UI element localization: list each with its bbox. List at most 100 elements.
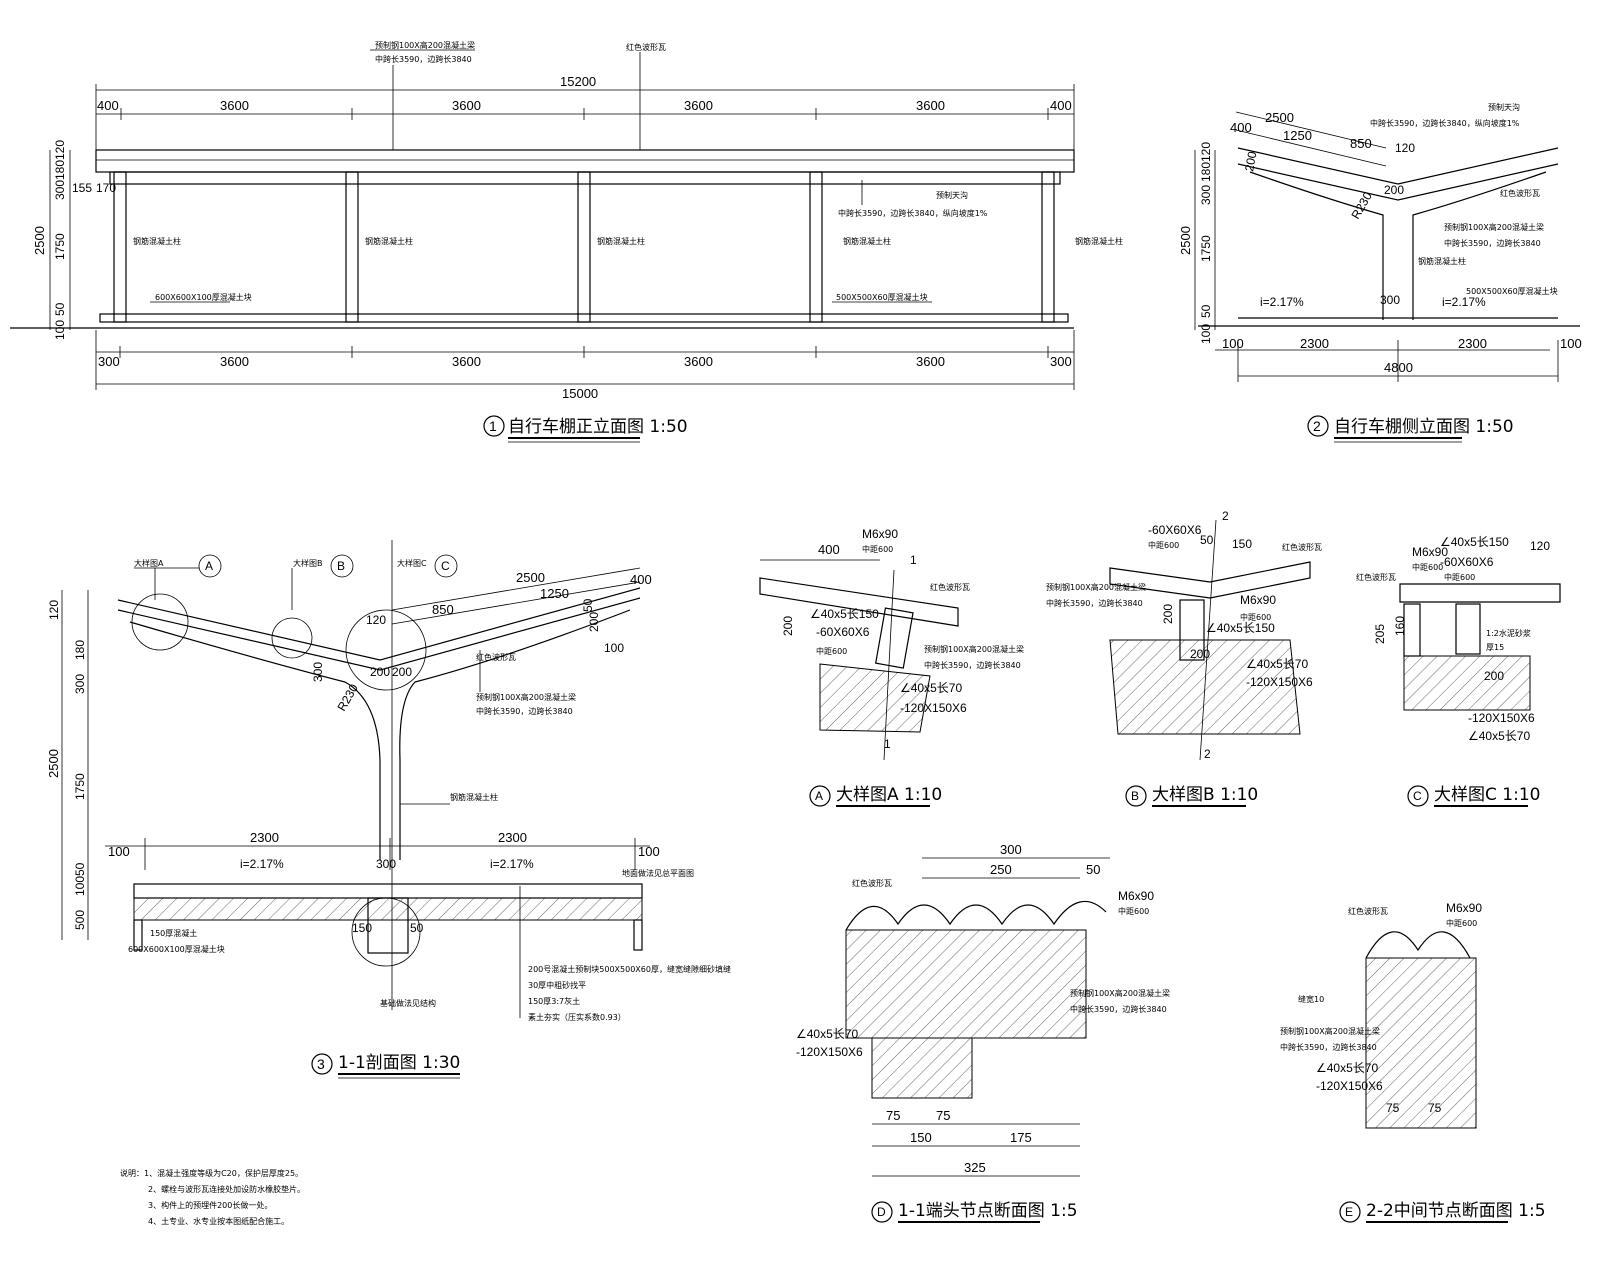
v1-title: 自行车棚正立面图 1:50 [508,417,688,437]
v3-dim-300: 300 [311,662,325,682]
dc-post [1455,603,1481,655]
v1-bottom-dim: 300 [98,354,120,369]
v1-bottom-dim: 300 [1050,354,1072,369]
v1-left-dim: 50 [53,302,67,316]
v2-column-arms [1249,171,1547,320]
v3-left-dim: 500 [73,910,87,930]
de-note: 预制钢100X高200混凝土梁 [1280,1026,1380,1036]
v3-left-dim: 180 [73,640,87,660]
db-note: ∠40x5长150 [1206,621,1275,635]
dc-note: 中距600 [1444,572,1475,582]
v1-left-dim: 170 [96,181,116,195]
dd-top-dim: 50 [1086,862,1100,877]
v3-detail-circle-b [271,617,313,659]
v2-bottom-dim: 100 [1222,336,1244,351]
de-note: 缝宽10 [1298,994,1324,1004]
dd-top-dim: 250 [990,862,1012,877]
detail-c: ∠40x5长150 120 M6x90 中距600 -60X60X6 中距600… [1356,535,1561,807]
dc-note: 1:2水泥砂浆 [1486,628,1531,638]
v1-column-label: 钢筋混凝土柱 [365,236,413,246]
v1-left-dim: 1750 [53,233,67,260]
de-note: 75 [1386,1101,1400,1115]
v1-roof-beam [95,149,1075,173]
v1-left-dim: 300 [53,180,67,200]
v3-roof-top2 [117,597,641,671]
v2-left-dim: 50 [1199,304,1213,318]
v3-concrete-base [133,897,643,921]
v1-top-dim: 3600 [684,98,713,113]
dc-note: 205 [1373,624,1387,644]
v2-top-dim: 850 [1350,136,1372,151]
v2-note-c1: 预制钢100X高200混凝土梁 [1444,222,1544,232]
dd-letter: D [877,1205,886,1219]
v3-base-l: 150 [352,921,372,935]
dd-note: 预制钢100X高200混凝土梁 [1070,988,1170,998]
detail-b: -60X60X6 中距600 50 150 红色波形瓦 预制钢100X高200混… [1046,509,1322,807]
db-note: 红色波形瓦 [1282,542,1322,552]
v1-top-dims: 400 3600 3600 3600 3600 400 [97,98,1072,113]
footnote-line: 说明：1、混凝土强度等级为C20，保护层厚度25。 [120,1168,303,1178]
db-note: -120X150X6 [1246,675,1313,689]
v3-slope-l: i=2.17% [240,857,284,871]
v3-left-dims: 120 300 180 2500 1750 50 100 500 [46,600,87,930]
v3-title-circle [311,1053,333,1075]
da-dim: M6x90 [862,527,898,541]
v2-total-bottom: 4800 [1384,360,1413,375]
da-title: 大样图A 1:10 [836,785,942,805]
v2-bottom-dim: 100 [1560,336,1582,351]
v1-total-bottom: 15000 [562,386,598,401]
v3-bottom-dim: 100 [108,844,130,859]
v3-left-dim: 1750 [73,773,87,800]
detail-d: 300 250 50 红色波形瓦 M6x90 中距600 预制钢100X高200… [796,842,1170,1223]
dc-note: 160 [1393,616,1407,636]
v1-column-label: 钢筋混凝土柱 [133,236,181,246]
db-note: 中距600 [1148,540,1179,550]
v3-concrete: 150厚混凝土 [150,928,197,938]
v2-left-dims: 120 300 180 2500 1750 50 100 [1178,142,1213,344]
v3-top-dim: 400 [630,572,652,587]
v1-left-dim: 120 [53,140,67,160]
v3-top-dim: 2500 [516,570,545,585]
da-note: ∠40x5长70 [900,681,962,695]
v1-column-label: 钢筋混凝土柱 [1075,236,1123,246]
v1-bottom-dim: 3600 [916,354,945,369]
db-note: 200 [1161,604,1175,624]
db-section-2: 2 [1204,747,1211,761]
dc-note: 中距600 [1412,562,1443,572]
v1-top-dim: 400 [1050,98,1072,113]
dd-note: -120X150X6 [796,1045,863,1059]
v3-left-dim: 120 [47,600,61,620]
v3-top-dim: 200 [587,612,601,632]
v2-note-d: 钢筋混凝土柱 [1418,256,1466,266]
footnote-line: 3、构件上的预埋件200长做一处。 [148,1200,272,1210]
dc-note: 红色波形瓦 [1356,572,1396,582]
v2-note-c2: 中跨长3590，边跨长3840 [1444,238,1541,248]
dc-note: -60X60X6 [1440,555,1494,569]
footnote-line: 2、螺栓与波形瓦连接处加设防水橡胶垫片。 [148,1184,305,1194]
da-dim: 400 [818,542,840,557]
db-note: 预制钢100X高200混凝土梁 [1046,582,1146,592]
dd-title: 1-1端头节点断面图 1:5 [898,1201,1078,1221]
de-note: 75 [1428,1101,1442,1115]
v2-bottom-dim: 2300 [1300,336,1329,351]
da-dim: 中距600 [862,544,893,554]
view3-section: 大样图A A 大样图B B 大样图C C 2500 1250 400 850 1… [46,540,731,1079]
db-letter: B [1131,789,1139,803]
dc-note: 120 [1530,539,1550,553]
dc-letter: C [1413,789,1422,803]
v1-total-top: 15200 [560,74,596,89]
v3-top-dim: 50 [581,598,595,612]
v3-layer: 素土夯实（压实系数0.93） [528,1012,626,1022]
v2-roof-top [1237,147,1559,185]
dc-note: 200 [1484,669,1504,683]
dc-note: M6x90 [1412,545,1448,559]
detail-a: 400 M6x90 中距600 200 1 1 红色波形瓦 ∠40x5长150 … [759,527,1024,807]
v1-left-dims: 120 300 180 155 170 2500 1750 50 100 [32,140,116,340]
da-section: 1 [910,553,917,567]
dd-note: 中跨长3590，边跨长3840 [1070,1004,1167,1014]
dd-bottom-dim: 75 [886,1108,900,1123]
v2-left-dim: 180 [1199,162,1213,182]
v1-top-dim: 400 [97,98,119,113]
v1-top-dim: 3600 [916,98,945,113]
v2-left-dim: 100 [1199,324,1213,344]
